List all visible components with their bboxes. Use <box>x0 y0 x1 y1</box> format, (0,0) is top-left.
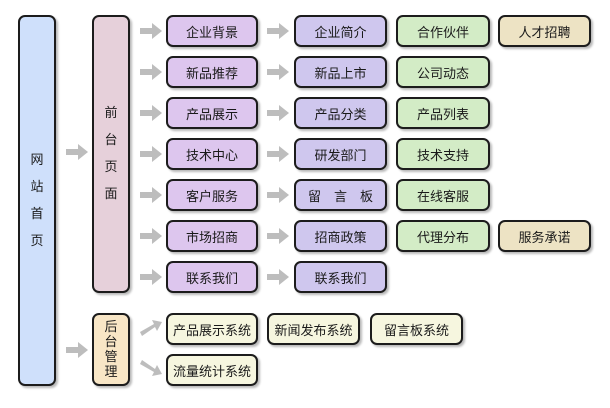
frontend-level1-node: 客户服务 <box>166 179 258 211</box>
root-node-homepage: 网 站 首 页 <box>18 15 56 386</box>
frontend-char: 页 <box>104 160 118 175</box>
arrow-level1-to-level2-icon <box>267 228 289 244</box>
root-char: 网 <box>30 152 44 168</box>
frontend-level1-node: 企业背景 <box>166 15 258 47</box>
arrow-level1-to-level2-icon <box>267 146 289 162</box>
node-label: 招商政策 <box>314 230 367 246</box>
arrow-frontend-to-level1-icon <box>140 146 162 162</box>
arrow-root-to-backend-icon <box>66 342 88 358</box>
frontend-level2-node: 企业简介 <box>294 15 387 47</box>
backend-system-label: 留言板系统 <box>383 323 449 339</box>
node-label: 研发部门 <box>314 148 367 164</box>
backend-char: 台 <box>104 334 118 350</box>
node-label: 技术支持 <box>416 148 469 164</box>
node-label: 联系我们 <box>185 271 238 287</box>
frontend-level2-node: 招商政策 <box>294 220 387 252</box>
backend-system-message-board: 留言板系统 <box>370 313 463 345</box>
frontend-level3-node: 代理分布 <box>396 220 490 252</box>
arrow-frontend-to-level1-icon <box>140 228 162 244</box>
node-label: 产品列表 <box>416 107 469 123</box>
frontend-level1-node: 产品展示 <box>166 97 258 129</box>
node-label: 客户服务 <box>185 189 238 205</box>
frontend-level3-node: 技术支持 <box>396 138 490 170</box>
frontend-level2-node: 留 言 板 <box>294 179 387 211</box>
backend-system-label: 流量统计系统 <box>172 364 251 380</box>
frontend-level3-node: 公司动态 <box>396 56 490 88</box>
arrow-root-to-frontend-icon <box>66 144 88 160</box>
arrow-level1-to-level2-icon <box>267 105 289 121</box>
frontend-level3-node: 产品列表 <box>396 97 490 129</box>
frontend-level2-node: 新品上市 <box>294 56 387 88</box>
arrow-frontend-to-level1-icon <box>140 64 162 80</box>
frontend-level2-node: 联系我们 <box>294 261 387 293</box>
backend-char: 后 <box>104 319 118 335</box>
arrow-level1-to-level2-icon <box>267 23 289 39</box>
frontend-node: 前 台 页 面 <box>92 15 130 293</box>
node-label: 人才招聘 <box>518 25 571 41</box>
root-char: 站 <box>30 179 44 195</box>
frontend-level1-node: 市场招商 <box>166 220 258 252</box>
node-label: 留 言 板 <box>307 189 373 205</box>
arrow-frontend-to-level1-icon <box>140 23 162 39</box>
backend-system-product-display: 产品展示系统 <box>166 313 258 345</box>
node-label: 公司动态 <box>416 66 469 82</box>
frontend-char: 前 <box>104 106 118 121</box>
frontend-level1-node: 新品推荐 <box>166 56 258 88</box>
node-label: 联系我们 <box>314 271 367 287</box>
frontend-level4-node: 人才招聘 <box>498 15 591 47</box>
arrow-backend-up-icon <box>140 320 162 336</box>
frontend-level2-node: 产品分类 <box>294 97 387 129</box>
node-label: 企业背景 <box>185 25 238 41</box>
frontend-level2-node: 研发部门 <box>294 138 387 170</box>
arrow-frontend-to-level1-icon <box>140 269 162 285</box>
frontend-level1-node: 联系我们 <box>166 261 258 293</box>
frontend-level1-node: 技术中心 <box>166 138 258 170</box>
backend-system-label: 新闻发布系统 <box>274 323 353 339</box>
arrow-frontend-to-level1-icon <box>140 187 162 203</box>
node-label: 产品展示 <box>185 107 238 123</box>
node-label: 新品推荐 <box>185 66 238 82</box>
arrow-level1-to-level2-icon <box>267 187 289 203</box>
frontend-level3-node: 在线客服 <box>396 179 490 211</box>
node-label: 企业简介 <box>314 25 367 41</box>
arrow-frontend-to-level1-icon <box>140 105 162 121</box>
frontend-char: 台 <box>104 133 118 148</box>
arrow-level1-to-level2-icon <box>267 64 289 80</box>
backend-system-label: 产品展示系统 <box>172 323 251 339</box>
root-char: 页 <box>30 233 44 249</box>
root-char: 首 <box>30 206 44 222</box>
backend-system-traffic-stats: 流量统计系统 <box>166 354 258 386</box>
node-label: 代理分布 <box>416 230 469 246</box>
arrow-level1-to-level2-icon <box>267 269 289 285</box>
node-label: 合作伙伴 <box>416 25 469 41</box>
frontend-char: 面 <box>104 187 118 202</box>
node-label: 市场招商 <box>185 230 238 246</box>
backend-system-news-publish: 新闻发布系统 <box>267 313 360 345</box>
frontend-level4-node: 服务承诺 <box>498 220 591 252</box>
node-label: 产品分类 <box>314 107 367 123</box>
node-label: 技术中心 <box>185 148 238 164</box>
arrow-backend-down-icon <box>140 360 162 376</box>
node-label: 新品上市 <box>314 66 367 82</box>
backend-node: 后 台 管 理 <box>92 313 130 386</box>
backend-char: 理 <box>104 364 118 380</box>
node-label: 在线客服 <box>416 189 469 205</box>
node-label: 服务承诺 <box>518 230 571 246</box>
backend-char: 管 <box>104 349 118 365</box>
frontend-level3-node: 合作伙伴 <box>396 15 490 47</box>
